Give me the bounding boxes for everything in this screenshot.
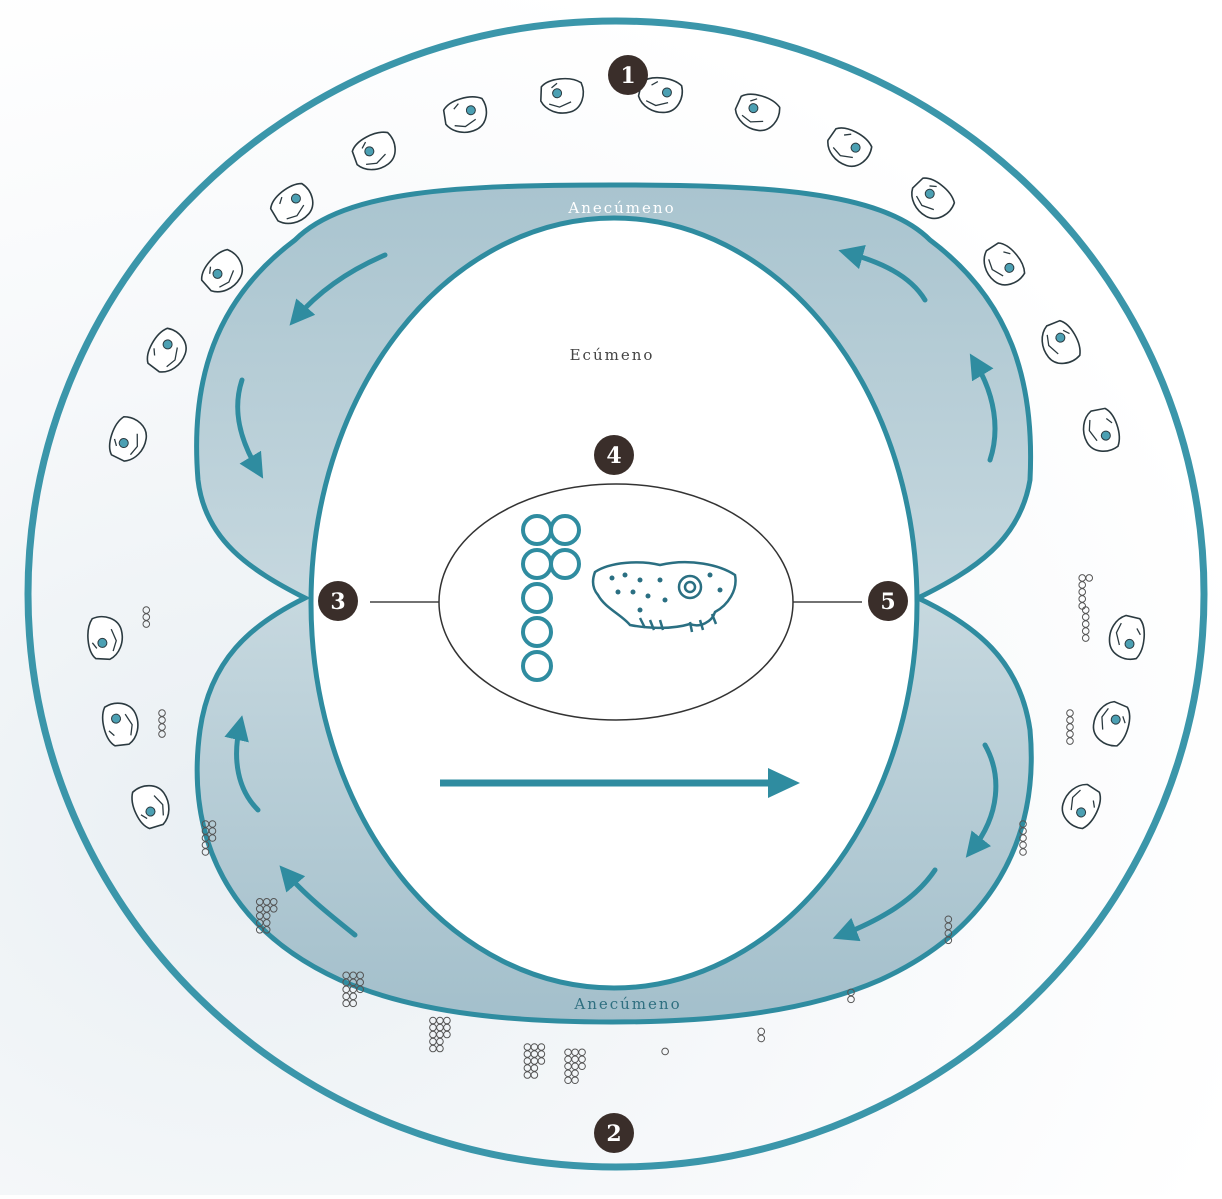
day-sign-icon — [351, 131, 396, 171]
numeral-dot — [549, 548, 581, 580]
numeral-cluster — [1081, 606, 1090, 642]
numeral-cluster — [661, 1047, 669, 1056]
arrow-right-upper — [969, 353, 998, 463]
numeral-cluster — [429, 1016, 451, 1053]
svg-text:5: 5 — [880, 589, 895, 615]
day-sign-icon — [1082, 407, 1120, 452]
anecumeno-bottom-label: Anecúmeno — [573, 995, 681, 1013]
numeral-cluster — [1066, 709, 1074, 745]
day-sign-icon — [911, 177, 956, 220]
time-arrow — [440, 768, 800, 798]
arrow-left-upper — [235, 377, 264, 479]
svg-text:4: 4 — [606, 443, 621, 469]
marker-1: 1 — [608, 55, 648, 95]
day-sign-icon — [1108, 614, 1145, 660]
numeral-cluster — [944, 915, 953, 945]
arrow-left-lower — [224, 715, 261, 813]
numeral-cluster — [342, 971, 364, 1008]
numeral-cluster — [1019, 820, 1027, 856]
day-sign-icon — [1061, 783, 1102, 830]
arrow-right-lower — [965, 742, 999, 858]
numeral-cluster — [1078, 574, 1094, 610]
numeral-dot — [521, 582, 553, 614]
arrow-top-right — [838, 245, 928, 303]
numeral-cluster — [564, 1048, 586, 1085]
central-numeral — [521, 514, 581, 682]
day-sign-glyphs — [87, 76, 1145, 830]
numeral-cluster — [158, 709, 166, 738]
arrow-bottom-left — [279, 865, 358, 938]
numeral-dot — [521, 616, 553, 648]
svg-text:1: 1 — [620, 63, 635, 89]
day-sign-icon — [87, 615, 124, 661]
numeral-cluster — [142, 606, 151, 628]
numeral-cluster — [523, 1043, 546, 1079]
svg-text:3: 3 — [330, 589, 345, 615]
day-sign-icon — [146, 327, 187, 373]
jaguar-glyph-icon — [591, 561, 737, 633]
day-sign-icon — [131, 784, 170, 830]
day-sign-icon — [108, 415, 148, 462]
day-sign-icon — [983, 242, 1026, 286]
day-sign-icon — [827, 127, 873, 168]
numeral-dot — [521, 650, 553, 682]
day-sign-icon — [637, 76, 684, 114]
numeral-cluster — [201, 820, 217, 856]
day-sign-icon — [200, 248, 244, 293]
numeral-cluster — [255, 898, 278, 934]
arrow-bottom-right — [832, 867, 938, 942]
numeral-dot — [549, 514, 581, 546]
numeral-dot-clusters — [142, 574, 1094, 1085]
numeral-cluster — [847, 988, 855, 1004]
day-sign-icon — [540, 77, 585, 114]
day-sign-icon — [1041, 319, 1081, 365]
anecumeno-top-label: Anecúmeno — [567, 199, 675, 217]
flow-arrows — [224, 245, 999, 942]
day-sign-icon — [269, 182, 314, 225]
day-sign-icon — [1092, 700, 1131, 747]
numeral-cluster — [757, 1027, 766, 1043]
day-sign-icon — [442, 96, 488, 134]
marker-2: 2 — [594, 1113, 634, 1153]
marker-5: 5 — [868, 581, 908, 621]
arrow-top-left — [289, 252, 388, 326]
marker-3: 3 — [318, 581, 358, 621]
outer-ring — [24, 17, 1208, 1171]
day-sign-icon — [734, 93, 781, 132]
day-sign-icon — [101, 702, 139, 747]
marker-4: 4 — [594, 435, 634, 475]
ecumeno-label: Ecúmeno — [570, 346, 655, 364]
svg-text:2: 2 — [606, 1121, 621, 1147]
